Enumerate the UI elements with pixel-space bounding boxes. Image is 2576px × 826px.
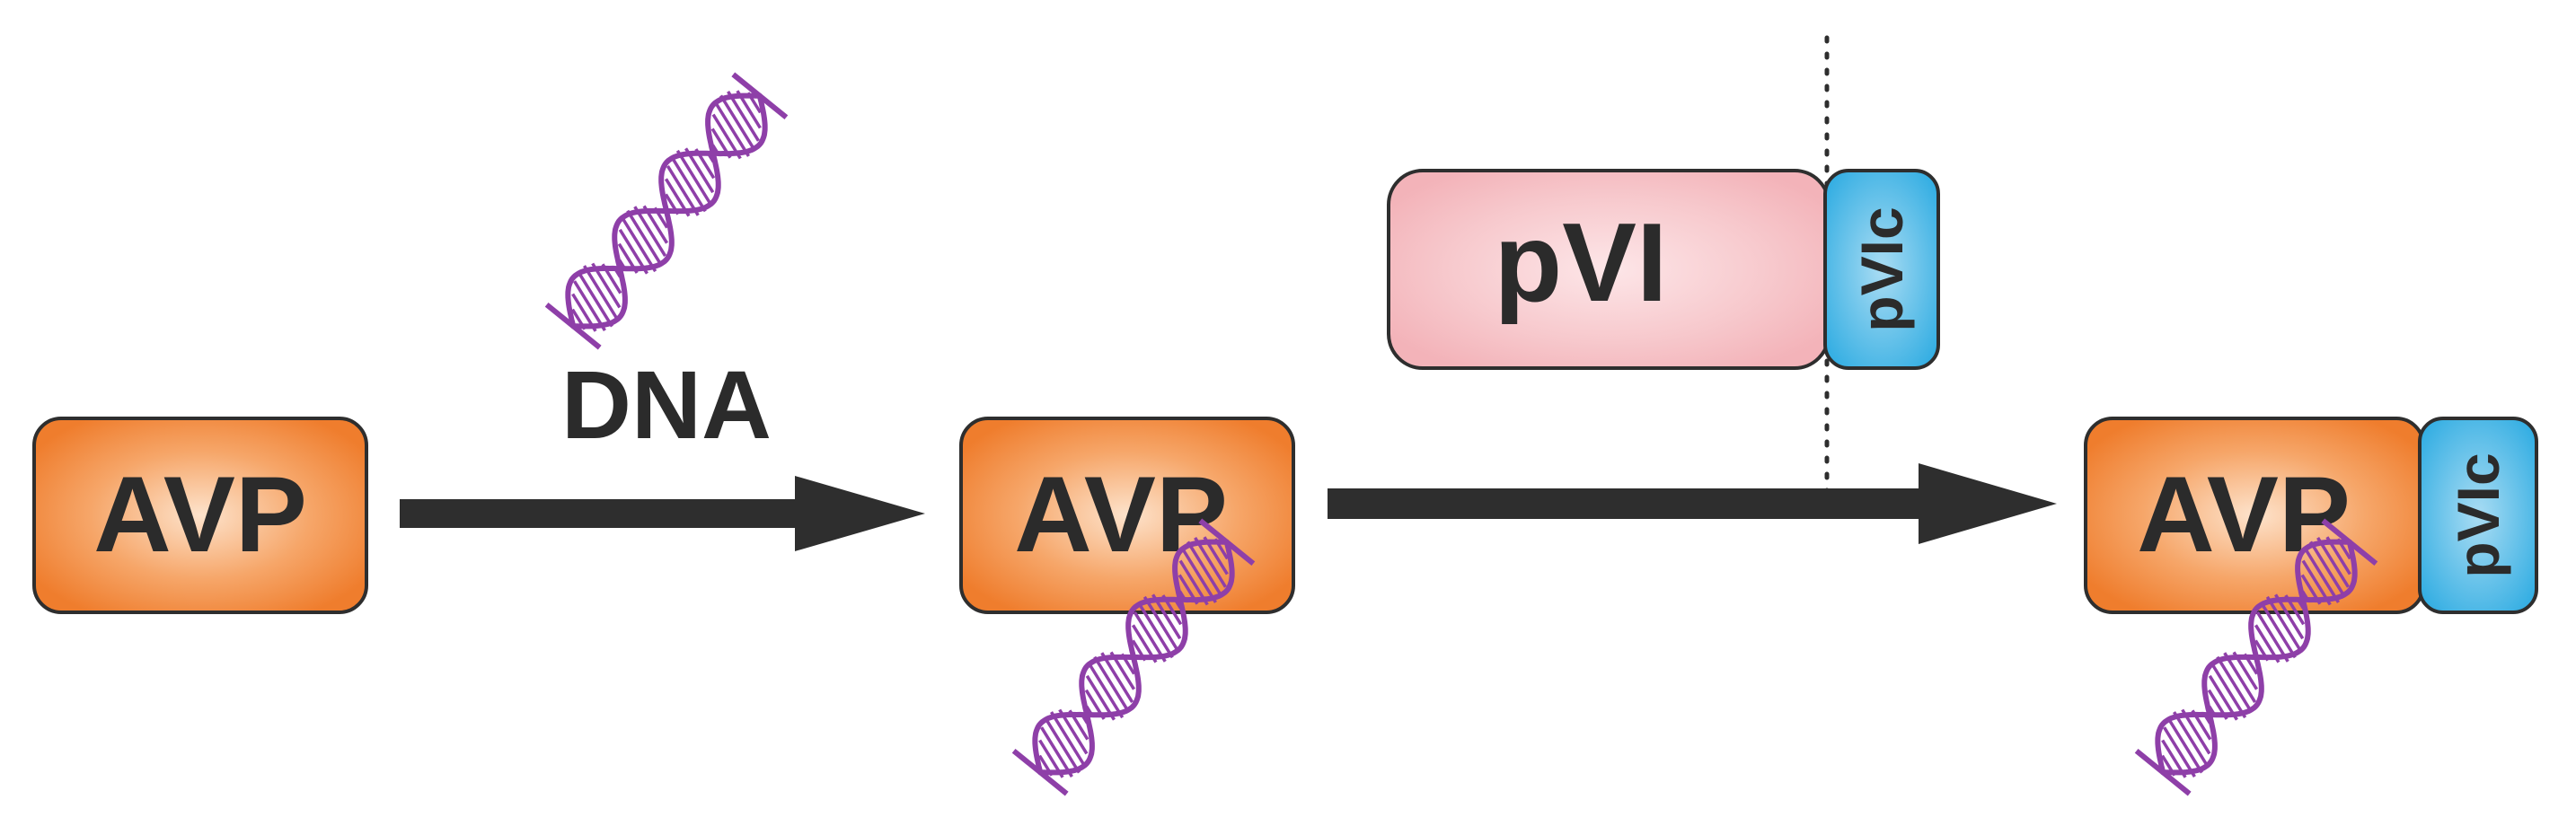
- dna-rung: [626, 209, 663, 267]
- dna-rung: [2265, 595, 2302, 651]
- pvi-label: pVI: [1495, 201, 1668, 325]
- dna-helix-icon: [544, 72, 789, 350]
- dna-rung: [2163, 726, 2196, 778]
- dna-rung: [2309, 540, 2346, 598]
- dna-rung: [1050, 711, 1086, 766]
- avp-protein-box-2: AVP: [959, 417, 1295, 614]
- dna-rung: [2223, 652, 2257, 703]
- dna-rung: [573, 280, 606, 331]
- arrow-right-icon: [1328, 463, 2057, 544]
- dna-rung: [670, 155, 707, 213]
- dna-end-cap: [1011, 748, 1069, 796]
- dna-rung: [2304, 549, 2340, 603]
- arrow-right-icon: [400, 476, 925, 551]
- dna-rung: [1040, 726, 1073, 778]
- avp-pvic-complex: AVP pVIc: [2084, 417, 2538, 614]
- dna-helix-icon: [1011, 518, 1256, 796]
- dna-strand: [1032, 539, 1235, 776]
- dna-rung: [1100, 652, 1134, 703]
- dna-strand: [2155, 539, 2358, 776]
- dna-end-cap: [544, 302, 602, 350]
- dna-rung: [1093, 655, 1130, 713]
- dna-rung: [1187, 540, 1223, 598]
- dna-rung: [633, 206, 667, 257]
- dna-rung: [666, 165, 700, 216]
- dna-rung: [1181, 549, 1217, 603]
- dna-rung: [675, 149, 712, 205]
- pvic-label-2: pVIc: [2445, 453, 2511, 577]
- dna-rung: [2216, 655, 2253, 713]
- dna-rung: [1088, 663, 1125, 719]
- avp-protein-box-1: AVP: [32, 417, 368, 614]
- dna-rung: [2166, 716, 2203, 774]
- pvic-label-1: pVIc: [1848, 206, 1915, 331]
- dna-rung: [1133, 611, 1167, 663]
- dna-rung: [1142, 595, 1179, 651]
- dna-rung: [1194, 537, 1227, 588]
- avp-label-2: AVP: [1014, 454, 1228, 575]
- dna-rung: [2210, 663, 2247, 719]
- dna-end-cap: [1198, 518, 1256, 567]
- dna-rung: [2173, 711, 2209, 766]
- dna-strand: [565, 92, 768, 330]
- dna-rung: [1044, 716, 1081, 774]
- dna-rung: [2316, 537, 2350, 588]
- dna-label: DNA: [561, 350, 772, 459]
- dna-rung: [577, 270, 613, 328]
- dna-rung: [719, 94, 756, 152]
- dna-helix-icon: [2134, 518, 2378, 796]
- pvi-precursor: pVI pVIc: [1387, 169, 1940, 370]
- dna-rung: [2255, 611, 2289, 663]
- dna-rung: [727, 91, 760, 142]
- dna-rung: [1137, 602, 1174, 659]
- dna-rung: [2260, 602, 2297, 659]
- dna-end-cap: [2321, 518, 2378, 567]
- dna-rung: [714, 102, 750, 157]
- avp-label-3: AVP: [2137, 454, 2351, 575]
- dna-rung: [583, 265, 619, 320]
- avp-label-1: AVP: [93, 454, 307, 575]
- dna-end-cap: [2134, 748, 2192, 796]
- dna-rung: [621, 217, 657, 273]
- dna-end-cap: [731, 72, 789, 120]
